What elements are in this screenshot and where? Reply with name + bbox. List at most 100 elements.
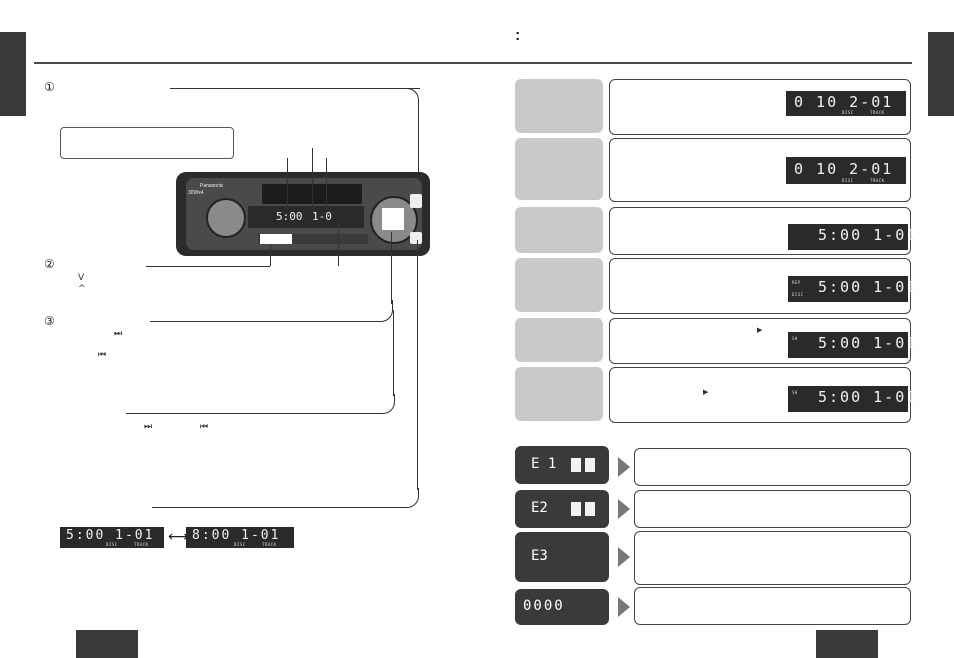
status-lcd-6: SH 5:00 1-01 [788, 386, 915, 412]
next-track-glyph-2: ⏭ [144, 422, 153, 432]
step-three-vertical [391, 232, 392, 304]
callout-line-3 [326, 158, 327, 210]
left-header-rule [34, 62, 432, 64]
clock-display-before: 5:00 1-01 DISC TRACK [60, 527, 164, 548]
side-button-bottom [410, 232, 422, 244]
error-code-0000-text: 0000 [523, 598, 565, 614]
callout-line-2 [312, 148, 313, 210]
clock-after-track-label: TRACK [262, 542, 277, 547]
error-arrow-3 [618, 547, 630, 567]
status-lcd-1-track: TRACK [870, 110, 885, 115]
error-desc-4 [634, 587, 911, 625]
status-lcd-5-digits: 5:00 1-01 [818, 334, 918, 352]
status-lcd-4-digits: 5:00 1-01 [818, 278, 918, 296]
error-e1-square-2 [585, 458, 595, 472]
status-lcd-1-disc: DISC [842, 110, 854, 115]
status-lcd-1: 0 10 2-01 DISC TRACK [786, 91, 906, 116]
status-lcd-2-track: TRACK [870, 178, 885, 183]
hold-vertical [393, 310, 394, 396]
step-two-leader-up [270, 244, 271, 266]
status-label-3 [515, 207, 603, 253]
status-label-4 [515, 258, 603, 312]
radio-lcd-track: 1-0 [312, 210, 332, 223]
error-code-e1: E 1 [515, 446, 609, 484]
status-lcd-6-tag: SH [792, 390, 798, 395]
note-box [60, 127, 234, 159]
step-one-leader [170, 88, 404, 89]
clock-before-digits: 5:00 1-01 [66, 528, 155, 543]
radio-lcd-time: 5:00 [276, 210, 303, 223]
status-label-2 [515, 138, 603, 200]
preset-button-strip [258, 234, 368, 244]
status-lcd-2-disc: DISC [842, 178, 854, 183]
bottom-leader [152, 507, 406, 508]
left-side-tab [0, 32, 26, 116]
error-code-e3: E3 [515, 532, 609, 582]
error-code-0000: 0000 [515, 589, 609, 625]
error-e1-square-1 [571, 458, 581, 472]
toggle-arrow: ⟷ [168, 529, 189, 545]
clock-before-track-label: TRACK [134, 542, 149, 547]
status-lcd-5: SH 5:00 1-01 [788, 332, 915, 358]
status-label-6 [515, 367, 603, 421]
clock-after-digits: 8:00 1-01 [192, 528, 281, 543]
status-lcd-6-digits: 5:00 1-01 [818, 388, 918, 406]
prev-track-glyph-2: ⏮ [200, 422, 209, 432]
track-control-center [382, 208, 404, 230]
error-code-e1-text: E 1 [531, 456, 557, 472]
error-desc-1 [634, 448, 911, 486]
radio-power-badge: 30Wx4 [188, 190, 204, 196]
status-lcd-3-digits: 5:00 1-01 [818, 226, 918, 244]
status-lcd-2-digits: 0 10 2-01 [794, 160, 894, 178]
hold-curve [380, 394, 395, 414]
right-header-rule [432, 62, 912, 64]
right-page-tab [816, 630, 878, 658]
left-page-tab [76, 630, 138, 658]
status-lcd-4-disc: DISC [792, 292, 804, 297]
radio-brand: Panasonic [200, 183, 224, 189]
error-e2-square-1 [571, 502, 581, 516]
error-arrow-2 [618, 499, 630, 519]
status-6-play-glyph: ▶ [703, 388, 709, 396]
step-three-marker: ③ [44, 314, 55, 328]
right-side-tab [928, 32, 954, 116]
error-arrow-1 [618, 457, 630, 477]
error-code-e3-text: E3 [531, 548, 548, 564]
highlighted-preset-button [260, 234, 292, 244]
callout-line-4 [338, 222, 339, 266]
status-lcd-2: 0 10 2-01 DISC TRACK [786, 157, 906, 184]
header-separator-dot: : [515, 27, 521, 44]
status-label-1 [515, 79, 603, 133]
step-one-marker: ① [44, 80, 55, 94]
step-two-chevron-up: ^ [78, 284, 86, 294]
step-one-right-vertical [418, 100, 419, 200]
status-lcd-5-tag: SH [792, 336, 798, 341]
status-lcd-1-digits: 0 10 2-01 [794, 93, 894, 111]
step-two-leader [146, 266, 270, 267]
error-desc-2 [634, 490, 911, 528]
step-one-curve [400, 88, 419, 107]
step-three-leader [150, 321, 380, 322]
step-two-chevron-down: V [78, 273, 85, 283]
status-lcd-4-tag: REP [792, 280, 801, 285]
clock-after-disc-label: DISC [234, 542, 246, 547]
step-two-marker: ② [44, 257, 55, 271]
callout-line-1 [287, 158, 288, 210]
volume-knob [206, 198, 246, 238]
status-desc-2 [609, 138, 911, 202]
error-e2-square-2 [585, 502, 595, 516]
error-arrow-4 [618, 597, 630, 617]
status-5-play-glyph: ▶ [757, 326, 763, 334]
error-desc-3 [634, 531, 911, 585]
radio-lcd: 5:00 1-0 [248, 206, 364, 228]
clock-before-disc-label: DISC [106, 542, 118, 547]
status-lcd-3: 5:00 1-01 [788, 224, 915, 250]
side-button-top [410, 194, 422, 208]
prev-track-glyph: ⏮ [98, 350, 107, 360]
hold-leader [126, 413, 384, 414]
clock-display-after: 8:00 1-01 DISC TRACK [186, 527, 294, 548]
status-lcd-4: REP 5:00 1-01 DISC [788, 276, 915, 302]
status-label-5 [515, 318, 603, 362]
bottom-vertical [417, 240, 418, 490]
error-code-e2: E2 [515, 490, 609, 528]
